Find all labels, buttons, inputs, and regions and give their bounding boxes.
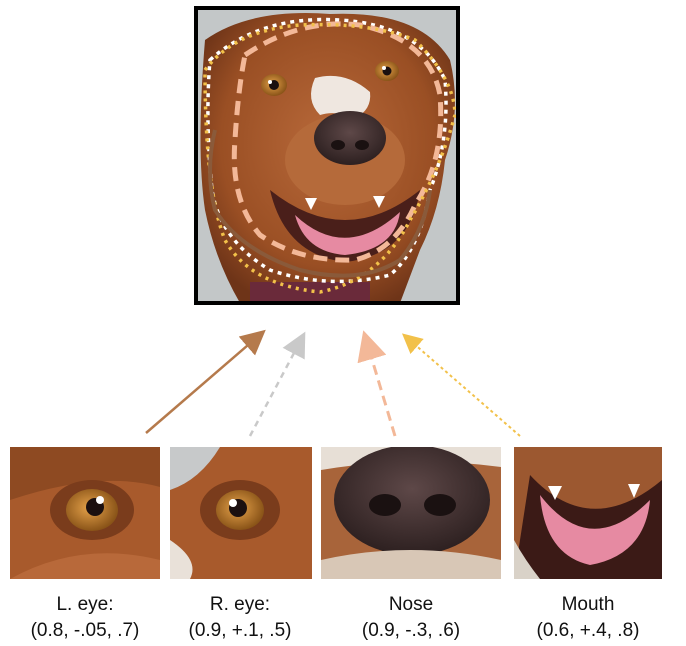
caption-nose: Nose (0.9, -.3, .6)	[331, 592, 491, 644]
caption-right-eye: R. eye: (0.9, +.1, .5)	[165, 592, 315, 644]
caption-right-eye-label: R. eye:	[165, 592, 315, 618]
caption-left-eye: L. eye: (0.8, -.05, .7)	[10, 592, 160, 644]
caption-left-eye-values: (0.8, -.05, .7)	[10, 618, 160, 644]
caption-right-eye-values: (0.9, +.1, .5)	[165, 618, 315, 644]
right-eye-crop	[170, 447, 312, 579]
caption-mouth: Mouth (0.6, +.4, .8)	[513, 592, 663, 644]
dog-face-image	[196, 8, 458, 303]
mouth-crop	[514, 447, 662, 579]
left-eye-crop	[10, 447, 160, 579]
arrow-nose	[365, 336, 395, 436]
arrow-right-eye	[250, 336, 303, 436]
caption-mouth-label: Mouth	[513, 592, 663, 618]
arrow-mouth	[405, 336, 520, 436]
caption-mouth-values: (0.6, +.4, .8)	[513, 618, 663, 644]
caption-left-eye-label: L. eye:	[10, 592, 160, 618]
caption-nose-label: Nose	[331, 592, 491, 618]
nose-crop	[321, 445, 501, 579]
arrow-left-eye	[146, 333, 262, 433]
caption-nose-values: (0.9, -.3, .6)	[331, 618, 491, 644]
